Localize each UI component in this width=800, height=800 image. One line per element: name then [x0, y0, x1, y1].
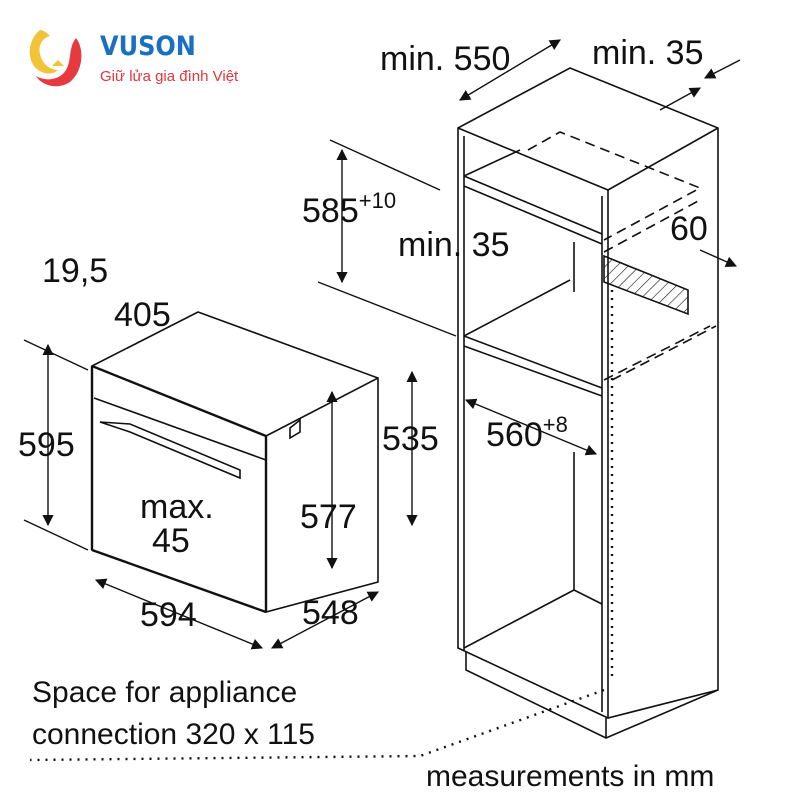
oven-drawing — [90, 311, 379, 614]
inner-height-label: 577 — [300, 498, 357, 536]
logo-swirl-icon — [29, 30, 82, 87]
cabinet-drawing — [29, 67, 719, 762]
shelf-gap-label: min. 35 — [398, 226, 510, 264]
niche-width-label: 560+8 — [486, 412, 568, 454]
oven-width-label: 594 — [140, 596, 197, 634]
units-note: measurements in mm — [426, 760, 714, 793]
connection-note-line1: Space for appliance — [32, 676, 297, 709]
logo-tagline: Giữ lửa gia đình Việt — [100, 68, 239, 85]
oven-depth-label: 548 — [302, 594, 359, 632]
back-gap-label: min. 35 — [592, 34, 704, 72]
side-height-label: 535 — [382, 420, 439, 458]
niche-height-label: 585+10 — [302, 188, 396, 230]
dimension-lines — [23, 39, 741, 650]
clearance-value: 45 — [152, 522, 190, 560]
oven-height-label: 595 — [18, 426, 75, 464]
vuson-logo: VUSON Giữ lửa gia đình Việt — [22, 26, 282, 96]
top-depth-label: 405 — [114, 296, 171, 334]
logo-brand: VUSON — [100, 30, 196, 62]
connection-note-line2: connection 320 x 115 — [32, 718, 315, 751]
clearance-label: max. — [140, 488, 214, 526]
vent-depth-label: 60 — [670, 210, 708, 248]
cabinet-depth-label: min. 550 — [380, 40, 510, 78]
trim-depth-label: 19,5 — [42, 252, 108, 290]
